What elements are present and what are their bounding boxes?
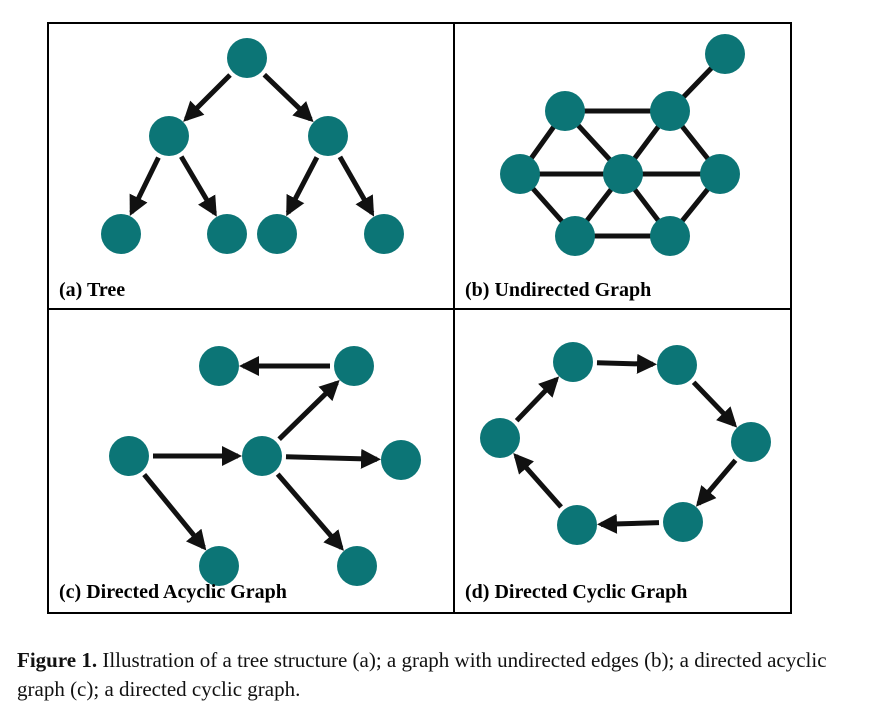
dcg-arrow-2 (691, 380, 738, 428)
dag-node-7 (337, 546, 377, 586)
undirected-node-8 (650, 216, 690, 256)
tree-node-1 (227, 38, 267, 78)
panel-label-directed-cyclic-graph: (d) Directed Cyclic Graph (465, 581, 688, 603)
dag-arrow-6 (275, 472, 344, 551)
caption-label: Figure 1. (17, 648, 98, 672)
dcg-node-3 (480, 418, 520, 458)
dag-node-6 (199, 546, 239, 586)
dcg-arrow-5 (513, 452, 563, 509)
panel-tree: (a) Tree (49, 24, 455, 310)
dcg-arrow-6 (514, 376, 560, 423)
tree-node-6 (257, 214, 297, 254)
tree-arrow-5 (285, 156, 320, 217)
tree-arrow-1 (183, 73, 232, 122)
directed-acyclic-graph (109, 346, 421, 586)
dcg-node-6 (663, 502, 703, 542)
dag-node-5 (381, 440, 421, 480)
dcg-arrow-4 (596, 513, 660, 534)
dcg-arrow-1 (596, 353, 658, 374)
dcg-node-4 (731, 422, 771, 462)
undirected-graph (500, 34, 745, 256)
tree-arrow-6 (337, 155, 375, 217)
figure-box: (a) Tree (b) Undirected Graph (c) Direct… (47, 22, 792, 614)
dag-node-1 (199, 346, 239, 386)
panel-label-undirected-graph: (b) Undirected Graph (465, 279, 652, 301)
dag-node-3 (109, 436, 149, 476)
tree-arrow-2 (262, 72, 314, 123)
tree-node-3 (308, 116, 348, 156)
dag-node-4 (242, 436, 282, 476)
panel-directed-acyclic-graph: (c) Directed Acyclic Graph (49, 310, 455, 612)
undirected-node-7 (555, 216, 595, 256)
panel-directed-cyclic-graph: (d) Directed Cyclic Graph (455, 310, 790, 612)
tree-node-4 (101, 214, 141, 254)
tree-node-7 (364, 214, 404, 254)
panel-undirected-graph: (b) Undirected Graph (455, 24, 790, 310)
undirected-node-2 (650, 91, 690, 131)
dcg-node-1 (553, 342, 593, 382)
directed-cyclic-graph (480, 342, 771, 545)
undirected-node-5 (603, 154, 643, 194)
panel-label-tree: (a) Tree (59, 279, 126, 301)
dag-arrow-3 (277, 379, 340, 442)
tree-graph (101, 38, 404, 254)
dag-node-2 (334, 346, 374, 386)
tree-node-2 (149, 116, 189, 156)
dcg-node-5 (557, 505, 597, 545)
dag-arrow-5 (142, 472, 207, 551)
undirected-node-6 (700, 154, 740, 194)
tree-arrow-4 (179, 155, 217, 217)
tree-node-5 (207, 214, 247, 254)
undirected-node-3 (705, 34, 745, 74)
undirected-node-4 (500, 154, 540, 194)
panel-label-directed-acyclic-graph: (c) Directed Acyclic Graph (59, 581, 287, 603)
dcg-node-2 (657, 345, 697, 385)
figure-caption: Figure 1. Illustration of a tree structu… (17, 646, 857, 704)
tree-arrow-3 (129, 156, 161, 217)
dag-arrow-4 (285, 448, 382, 469)
undirected-node-1 (545, 91, 585, 131)
dcg-arrow-3 (695, 458, 738, 507)
caption-text: Illustration of a tree structure (a); a … (17, 648, 827, 701)
